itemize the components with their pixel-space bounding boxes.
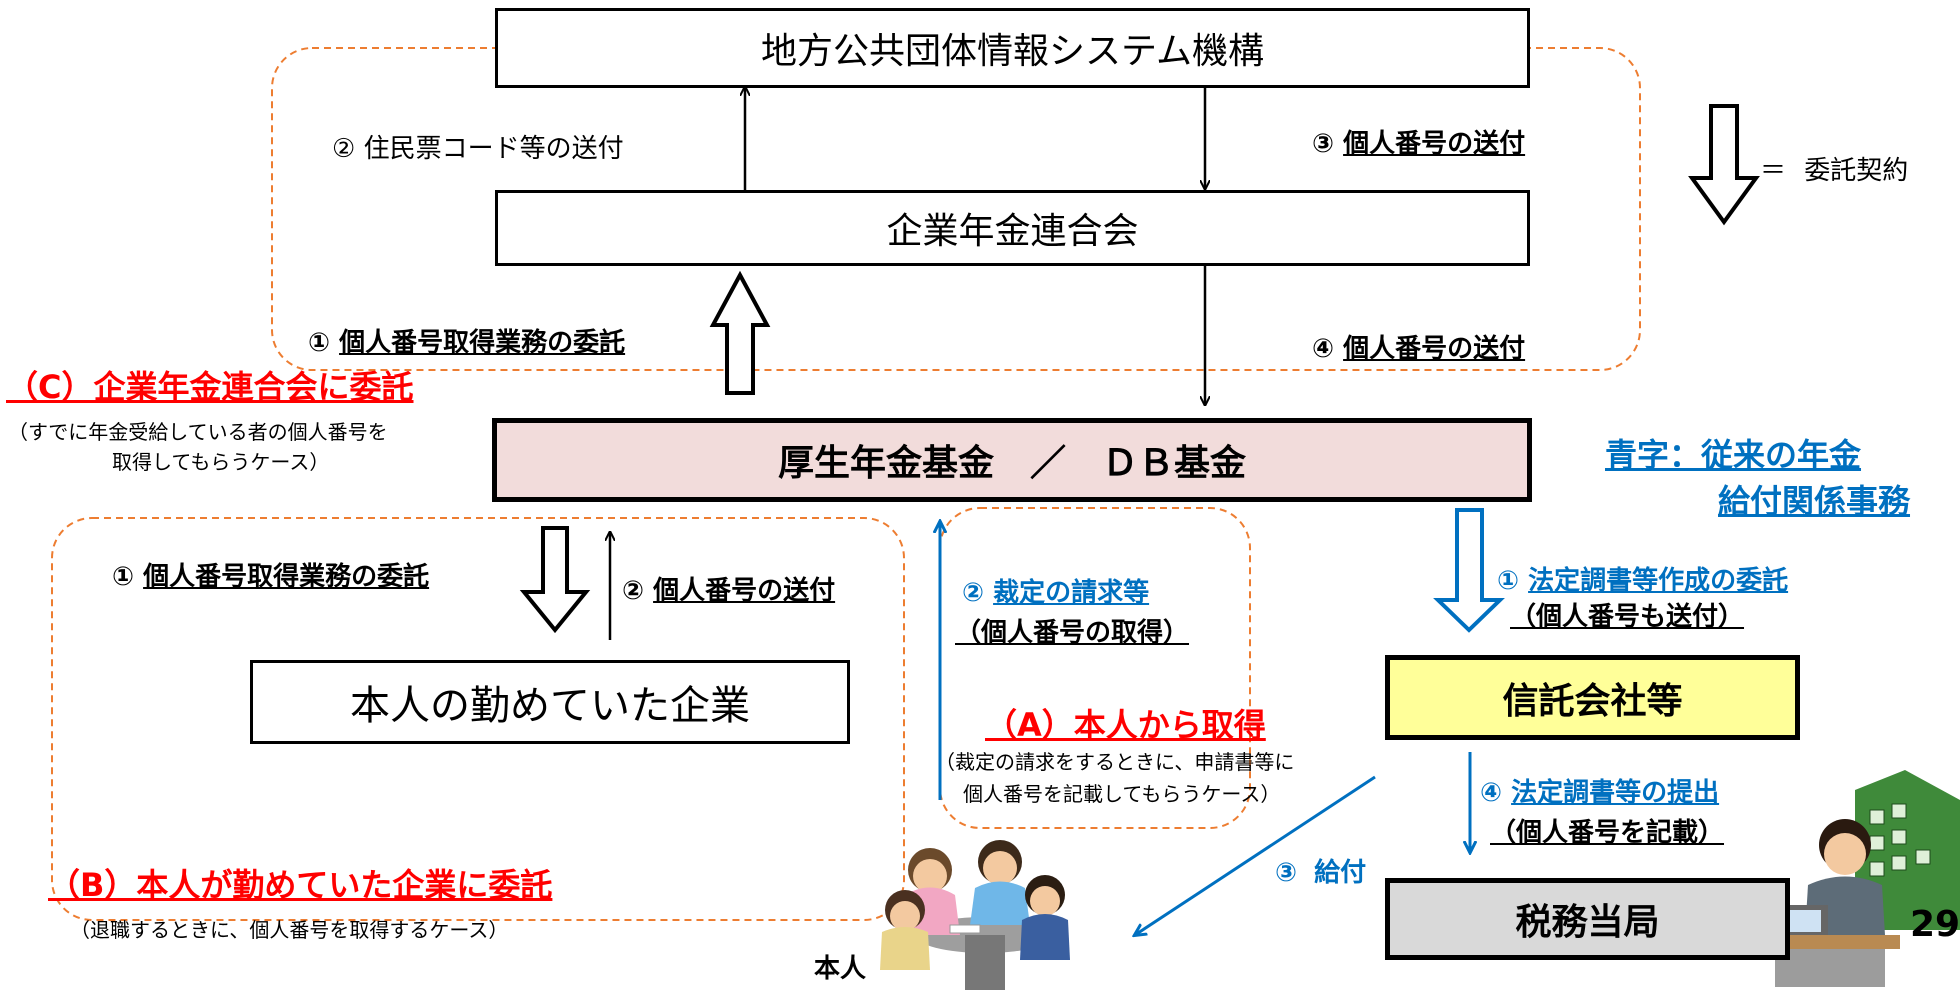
office-worker-illustration (1760, 770, 1960, 987)
label-right-step1: ① 法定調書等作成の委託 (1497, 560, 1788, 597)
label-top-step3-text: 個人番号の送付 (1343, 129, 1526, 159)
box-jlis-label: 地方公共団体情報システム機構 (761, 31, 1264, 72)
section-b-note: （退職するときに、個人番号を取得するケース） (70, 918, 509, 942)
hollow-arrow-up-commission (709, 270, 771, 395)
section-c-title: （C）企業年金連合会に委託 (6, 368, 414, 406)
label-b-step1-num: ① (112, 562, 135, 592)
label-top-step4-text: 個人番号の送付 (1343, 334, 1526, 364)
hollow-arrow-blue-trust (1433, 508, 1505, 633)
box-trust: 信託会社等 (1385, 655, 1800, 740)
label-b-step2: ② 個人番号の送付 (622, 570, 835, 607)
label-top-step1-text: 個人番号取得業務の委託 (339, 328, 626, 358)
section-a-note-line1: （裁定の請求をするときに、申請書等に (935, 750, 1295, 774)
label-right-step1-text: 法定調書等作成の委託 (1528, 566, 1789, 596)
hollow-arrow-down-company (519, 526, 591, 634)
label-top-step3-num: ③ (1312, 129, 1335, 159)
legend-label: ＝ 委託契約 (1760, 150, 1908, 187)
label-right-step3-num: ③ (1275, 858, 1298, 888)
arrow-blue-benefit (1135, 775, 1376, 935)
legend-hollow-arrow (1688, 104, 1760, 226)
label-right-step4: ④ 法定調書等の提出 (1480, 772, 1719, 809)
label-b-step1: ① 個人番号取得業務の委託 (112, 556, 429, 593)
box-tax-label: 税務当局 (1515, 902, 1660, 943)
section-c-note-line1: （すでに年金受給している者の個人番号を (8, 420, 388, 444)
label-a-step2-num: ② (962, 578, 985, 608)
person-label: 本人 (814, 954, 867, 984)
section-a-title: （A）本人から取得 (985, 706, 1266, 744)
page-number: 29 (1910, 904, 1960, 945)
section-c-note-line2: 取得してもらうケース） (112, 450, 330, 474)
label-right-step1-sub: （個人番号も送付） (1510, 602, 1745, 632)
section-b-title: （B）本人が勤めていた企業に委託 (48, 866, 553, 904)
label-top-step2-num: ② (332, 134, 356, 164)
box-pfa-label: 企業年金連合会 (886, 211, 1139, 252)
box-company-label: 本人の勤めていた企業 (350, 683, 750, 729)
box-fund-label: 厚生年金基金 ／ ＤＢ基金 (777, 443, 1246, 484)
box-pfa: 企業年金連合会 (495, 190, 1530, 266)
label-right-step4-num: ④ (1480, 778, 1503, 808)
box-fund: 厚生年金基金 ／ ＤＢ基金 (492, 418, 1532, 502)
box-jlis: 地方公共団体情報システム機構 (495, 8, 1530, 88)
legend-equals: ＝ (1760, 156, 1787, 186)
people-meeting-illustration (880, 840, 1070, 990)
label-a-step2-text: 裁定の請求等 (993, 578, 1150, 608)
label-right-step4-sub: （個人番号を記載） (1490, 818, 1725, 848)
label-top-step1-num: ① (308, 328, 331, 358)
label-top-step3: ③ 個人番号の送付 (1312, 123, 1525, 160)
label-top-step4-num: ④ (1312, 334, 1335, 364)
label-right-step4-text: 法定調書等の提出 (1511, 778, 1720, 808)
blue-legend-line2: 給付関係事務 (1718, 482, 1911, 520)
label-b-step2-text: 個人番号の送付 (653, 576, 836, 606)
blue-legend-line1: 青字：従来の年金 (1605, 436, 1862, 474)
label-b-step2-num: ② (622, 576, 645, 606)
label-right-step3-text: 給付 (1314, 858, 1367, 888)
label-a-sub: （個人番号の取得） (955, 618, 1190, 648)
label-top-step1: ① 個人番号取得業務の委託 (308, 322, 625, 359)
region-b-dashed (51, 517, 905, 921)
label-right-step1-num: ① (1497, 566, 1520, 596)
legend-text: 委託契約 (1804, 156, 1909, 186)
label-b-step1-text: 個人番号取得業務の委託 (143, 562, 430, 592)
label-right-step3: ③ 給付 (1275, 852, 1366, 889)
label-top-step2: ② 住民票コード等の送付 (332, 128, 624, 165)
box-tax: 税務当局 (1385, 878, 1790, 960)
label-top-step2-text: 住民票コード等の送付 (363, 134, 624, 164)
label-top-step4: ④ 個人番号の送付 (1312, 328, 1525, 365)
box-company: 本人の勤めていた企業 (250, 660, 850, 744)
box-trust-label: 信託会社等 (1502, 680, 1683, 722)
label-a-step2: ② 裁定の請求等 (962, 572, 1149, 609)
section-a-note-line2: 個人番号を記載してもらうケース） (963, 782, 1281, 806)
